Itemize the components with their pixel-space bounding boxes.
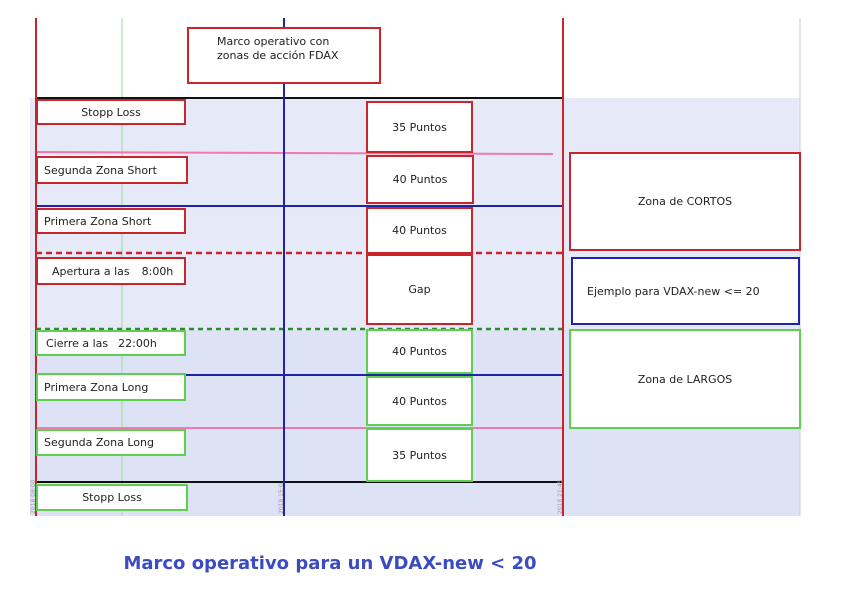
- apertura-time: 8:00h: [141, 264, 174, 278]
- title-line-1: Marco operativo con: [217, 35, 330, 48]
- segunda-zona-long-label: Segunda Zona Long: [36, 429, 186, 456]
- points-box-6: 35 Puntos: [366, 428, 473, 482]
- points-box-4: 40 Puntos: [366, 329, 473, 374]
- ejemplo-box: Ejemplo para VDAX-new <= 20: [571, 257, 800, 325]
- zona-cortos-box: Zona de CORTOS: [569, 152, 801, 251]
- points-box-1: 35 Puntos: [366, 101, 473, 153]
- stop-loss-short-label: Stopp Loss: [36, 99, 186, 125]
- gap-box: Gap: [366, 254, 473, 325]
- time-tick-3: 2018 21:45: [557, 479, 564, 514]
- apertura-text: Apertura a las: [52, 264, 130, 278]
- cierre-text: Cierre a las: [46, 336, 109, 350]
- title-box: Marco operativo con zonas de acción FDAX: [187, 27, 381, 84]
- cierre-label: Cierre a las 22:00h: [36, 330, 186, 356]
- points-box-2: 40 Puntos: [366, 155, 474, 204]
- zona-largos-box: Zona de LARGOS: [569, 329, 801, 429]
- cierre-time: 22:00h: [118, 336, 157, 350]
- points-box-3: 40 Puntos: [366, 207, 473, 254]
- apertura-label: Apertura a las 8:00h: [36, 257, 186, 285]
- points-box-5: 40 Puntos: [366, 376, 473, 426]
- figure-caption: Marco operativo para un VDAX-new < 20: [123, 553, 537, 574]
- primera-zona-long-label: Primera Zona Long: [36, 373, 186, 401]
- segunda-short-line: [35, 151, 554, 155]
- segunda-zona-short-label: Segunda Zona Short: [36, 156, 188, 184]
- time-tick-2: 2018 15:0: [278, 483, 285, 514]
- chart-top-area: [30, 18, 800, 98]
- primera-zona-short-label: Primera Zona Short: [36, 208, 186, 234]
- title-line-2: zonas de acción FDAX: [217, 49, 339, 62]
- stop-loss-long-label: Stopp Loss: [36, 484, 188, 511]
